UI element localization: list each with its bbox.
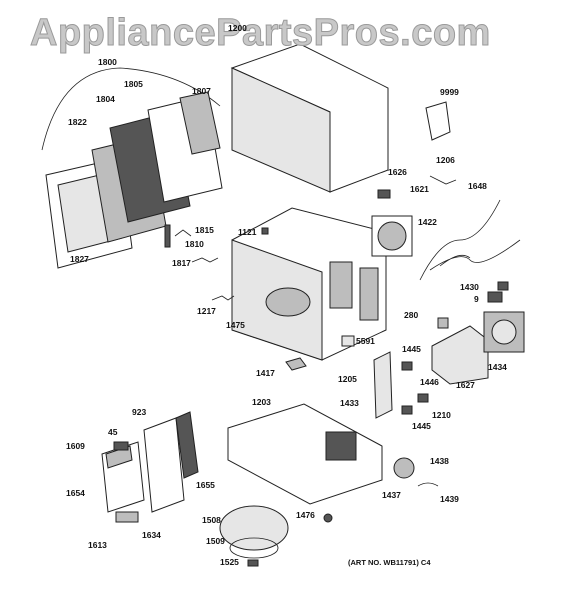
part-label-1655: 1655 [196, 480, 215, 490]
part-label-1800: 1800 [98, 57, 117, 67]
part-label-1430: 1430 [460, 282, 479, 292]
part-label-1807: 1807 [192, 86, 211, 96]
coupler-part [247, 559, 259, 567]
part-label-1822: 1822 [68, 117, 87, 127]
part-label-1200: 1200 [228, 23, 247, 33]
part-label-1439: 1439 [440, 494, 459, 504]
part-label-1634: 1634 [142, 530, 161, 540]
latch-lever-part [191, 257, 219, 263]
part-label-923: 923 [132, 407, 147, 417]
cavity-clip-part [211, 295, 235, 301]
part-label-1613: 1613 [88, 540, 107, 550]
part-label-1210: 1210 [432, 410, 451, 420]
part-label-1815: 1815 [195, 225, 214, 235]
outer-case-part [230, 43, 389, 193]
monitor-switch-part [417, 393, 429, 403]
display-lens-part [113, 441, 129, 451]
part-label-9: 9 [474, 294, 479, 304]
part-label-1217: 1217 [197, 306, 216, 316]
latch-spring-part [174, 229, 192, 237]
part-label-5591: 5591 [356, 336, 375, 346]
part-label-1422: 1422 [418, 217, 437, 227]
part-label-1206: 1206 [436, 155, 455, 165]
part-label-1475: 1475 [226, 320, 245, 330]
part-label-1437: 1437 [382, 490, 401, 500]
coupling-part [417, 482, 439, 487]
part-label-1817: 1817 [172, 258, 191, 268]
part-label-1434: 1434 [488, 362, 507, 372]
bracket-part [487, 291, 503, 303]
part-label-1654: 1654 [66, 488, 85, 498]
part-label-1121: 1121 [238, 227, 257, 237]
part-label-1509: 1509 [206, 536, 225, 546]
part-label-1508: 1508 [202, 515, 221, 525]
part-label-1205: 1205 [338, 374, 357, 384]
relay-part [497, 281, 509, 291]
turntable-motor-part [393, 457, 415, 479]
latch-part [164, 224, 171, 248]
part-label-1805: 1805 [124, 79, 143, 89]
oven-cavity-part [231, 207, 387, 361]
glass-tray-part [219, 505, 289, 551]
part-label-1627: 1627 [456, 380, 475, 390]
door-screen-part [179, 91, 221, 155]
part-label-280: 280 [404, 310, 419, 320]
fan-motor-part [371, 215, 413, 257]
part-label-1203: 1203 [252, 397, 271, 407]
door-assembly-bracket [41, 67, 221, 151]
control-board-part [373, 351, 393, 419]
magnetron-part [483, 311, 525, 353]
roller-part [323, 513, 333, 523]
instruction-sheet-part [425, 101, 451, 141]
switch-part [377, 189, 391, 199]
diode-part [437, 317, 449, 329]
lamp-socket-part [261, 227, 269, 235]
part-label-1810: 1810 [185, 239, 204, 249]
part-label-1827: 1827 [70, 254, 89, 264]
part-label-1609: 1609 [66, 441, 85, 451]
transformer-part [325, 431, 357, 461]
part-label-1626: 1626 [388, 167, 407, 177]
fuse-part [285, 357, 307, 371]
thermostat-part [429, 175, 457, 185]
part-label-1648: 1648 [468, 181, 487, 191]
control-panel-frame-part [143, 417, 185, 513]
part-label-9999: 9999 [440, 87, 459, 97]
interlock-switch-part [401, 361, 413, 371]
base-plate-part [227, 403, 383, 505]
art-number: (ART NO. WB11791) C4 [348, 558, 431, 567]
part-label-1445-bottom: 1445 [412, 421, 431, 431]
part-label-1446: 1446 [420, 377, 439, 387]
panel-bracket-part [115, 511, 139, 523]
wire-harness-part [419, 199, 521, 281]
part-label-1804: 1804 [96, 94, 115, 104]
cavity-bracket-part [341, 335, 355, 347]
interlock-switch-part-2 [401, 405, 413, 415]
part-label-1445-top: 1445 [402, 344, 421, 354]
part-label-45: 45 [108, 427, 118, 437]
touch-pad-part [175, 411, 199, 479]
part-label-1621: 1621 [410, 184, 429, 194]
part-label-1476: 1476 [296, 510, 315, 520]
roller-ring-part [229, 537, 279, 559]
watermark: AppliancePartsPros.com [30, 12, 491, 55]
part-label-1417: 1417 [256, 368, 275, 378]
air-guide-part [431, 325, 489, 385]
part-label-1525: 1525 [220, 557, 239, 567]
part-label-1438: 1438 [430, 456, 449, 466]
part-label-1433: 1433 [340, 398, 359, 408]
